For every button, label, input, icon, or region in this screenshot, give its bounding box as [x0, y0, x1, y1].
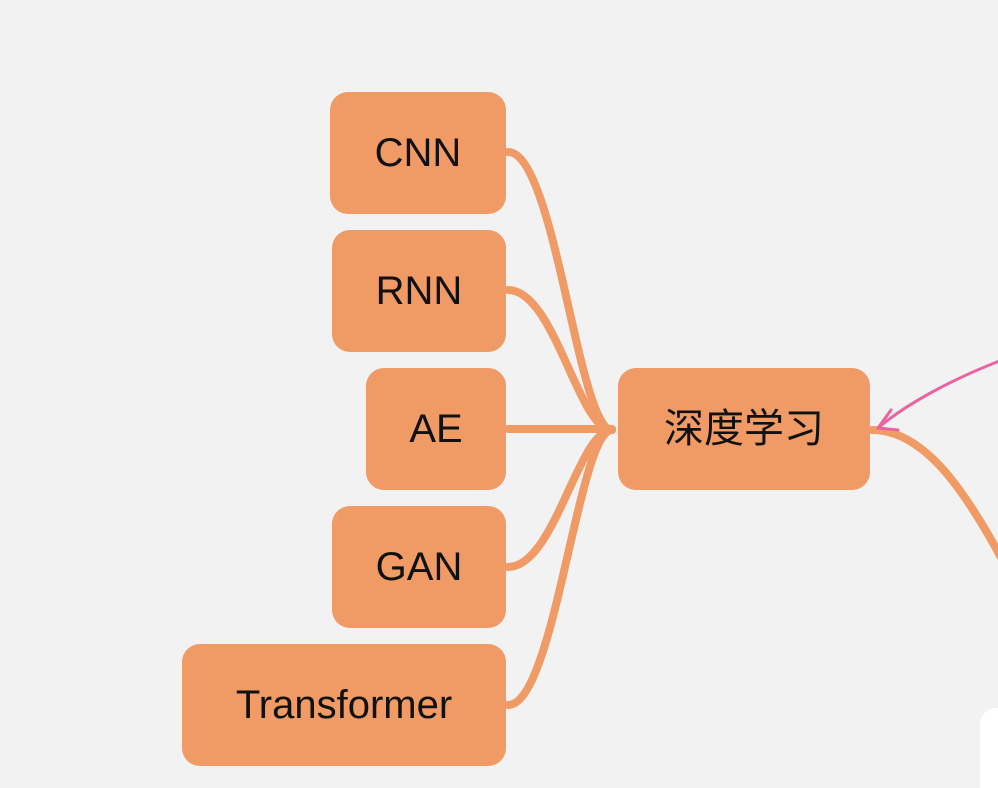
topic-node-rnn[interactable]: RNN [332, 230, 506, 352]
topic-node-transformer[interactable]: Transformer [182, 644, 506, 766]
topic-node-ae[interactable]: AE [366, 368, 506, 490]
connector-rnn [504, 286, 616, 434]
topic-node-cnn[interactable]: CNN [330, 92, 506, 214]
topic-label-gan: GAN [375, 545, 463, 589]
relationship-arrowhead-icon [876, 408, 900, 432]
topic-node-deep-learning[interactable]: 深度学习 [618, 368, 870, 490]
topic-label-deep-learning: 深度学习 [664, 406, 824, 452]
connector-transformer [504, 426, 616, 709]
topic-node-gan[interactable]: GAN [332, 506, 506, 628]
topic-label-ae: AE [409, 407, 463, 451]
topic-label-cnn: CNN [374, 131, 462, 175]
connector-root-outgoing [868, 426, 998, 561]
side-panel-edge [980, 708, 998, 788]
connector-cnn [504, 148, 616, 434]
topic-label-transformer: Transformer [235, 683, 453, 727]
topic-label-rnn: RNN [375, 269, 463, 313]
relationship-link-line[interactable] [876, 359, 998, 430]
